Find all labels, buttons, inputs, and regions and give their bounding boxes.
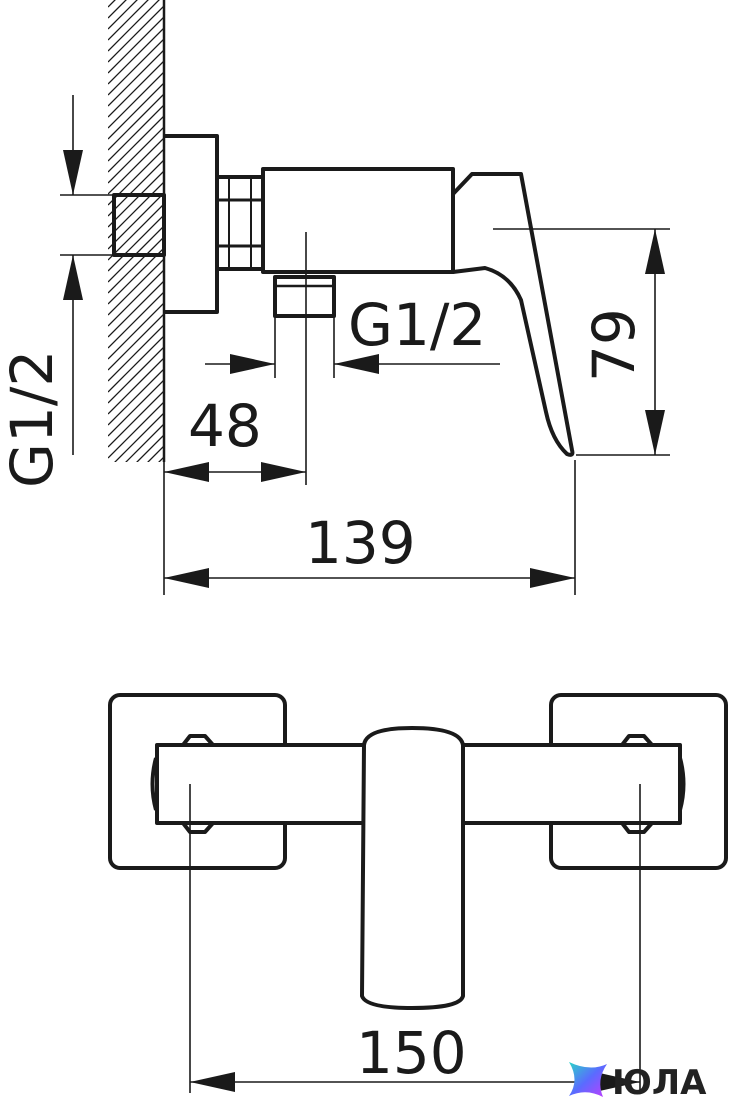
hatch-line xyxy=(108,501,164,557)
hatch-line xyxy=(108,269,164,327)
dimension-139 xyxy=(164,568,575,588)
wall-hatching xyxy=(108,0,164,568)
hatch-line xyxy=(108,0,127,19)
brand-logo: ЮЛА xyxy=(569,1062,707,1100)
handle-lever xyxy=(451,172,575,457)
side-view: G1/2 G1/2 48 79 139 xyxy=(0,0,670,595)
hatch-line xyxy=(108,203,164,261)
left-connector xyxy=(150,734,215,834)
hatch-line xyxy=(108,346,164,404)
hatch-line xyxy=(108,313,164,371)
dimension-outlet-thread xyxy=(205,354,500,374)
hatch-line xyxy=(108,302,164,360)
hatch-line xyxy=(108,93,164,151)
outlet-offset-label: 48 xyxy=(188,392,262,460)
hatch-line xyxy=(108,0,160,52)
brand-star-icon xyxy=(569,1062,607,1097)
hatch-line xyxy=(108,258,164,316)
brand-name: ЮЛА xyxy=(612,1063,707,1100)
total-depth-label: 139 xyxy=(305,509,416,577)
mixer-body xyxy=(261,167,455,274)
hatch-line xyxy=(114,412,164,462)
hatch-line xyxy=(108,214,164,272)
hatch-line xyxy=(158,456,164,462)
hatch-line xyxy=(108,5,164,63)
hex-nut xyxy=(215,175,265,271)
front-handle xyxy=(360,726,465,1010)
hatch-line xyxy=(108,71,164,129)
handle-height-label: 79 xyxy=(580,308,648,382)
hatch-line xyxy=(108,0,138,30)
hatch-line xyxy=(125,423,164,462)
hatch-line xyxy=(108,137,164,195)
escutcheon-flange xyxy=(164,134,219,314)
hatch-line xyxy=(108,104,164,162)
hatch-line xyxy=(108,159,164,217)
hatch-line xyxy=(108,170,164,228)
outlet-thread-label: G1/2 xyxy=(348,291,486,359)
hatch-line xyxy=(108,27,164,85)
hatch-line xyxy=(108,126,164,184)
hatch-line xyxy=(108,280,164,338)
hatch-line xyxy=(108,357,164,415)
hatch-line xyxy=(108,60,164,118)
wall-connector xyxy=(112,193,166,257)
hatch-line xyxy=(108,401,164,459)
hatch-line xyxy=(108,38,164,96)
center-distance-label: 150 xyxy=(356,1019,467,1087)
hatch-line xyxy=(108,236,164,294)
wall-thread-label: G1/2 xyxy=(0,350,66,488)
hatch-line xyxy=(108,324,164,382)
hatch-line xyxy=(108,368,164,426)
hatch-line xyxy=(108,82,164,140)
hatch-line xyxy=(108,512,164,568)
hatch-line xyxy=(108,479,164,535)
dimension-wall-thread xyxy=(63,95,83,455)
hatch-line xyxy=(108,192,164,250)
hatch-line xyxy=(108,0,149,41)
hatch-line xyxy=(108,335,164,393)
hatch-line xyxy=(108,390,164,448)
hatch-line xyxy=(108,468,164,524)
dimension-150 xyxy=(190,1072,640,1092)
hatch-line xyxy=(108,247,164,305)
front-view: 150 xyxy=(108,693,728,1093)
hatch-line xyxy=(108,49,164,107)
dimension-79 xyxy=(645,229,665,455)
hatch-line xyxy=(136,434,164,462)
hatch-line xyxy=(108,115,164,173)
hatch-line xyxy=(147,445,164,462)
hatch-line xyxy=(108,16,164,74)
hatch-line xyxy=(108,291,164,349)
hatch-line xyxy=(108,490,164,546)
outlet-nozzle xyxy=(273,275,336,318)
hatch-line xyxy=(108,181,164,239)
hatch-line xyxy=(108,379,164,437)
dimension-48 xyxy=(164,462,306,482)
